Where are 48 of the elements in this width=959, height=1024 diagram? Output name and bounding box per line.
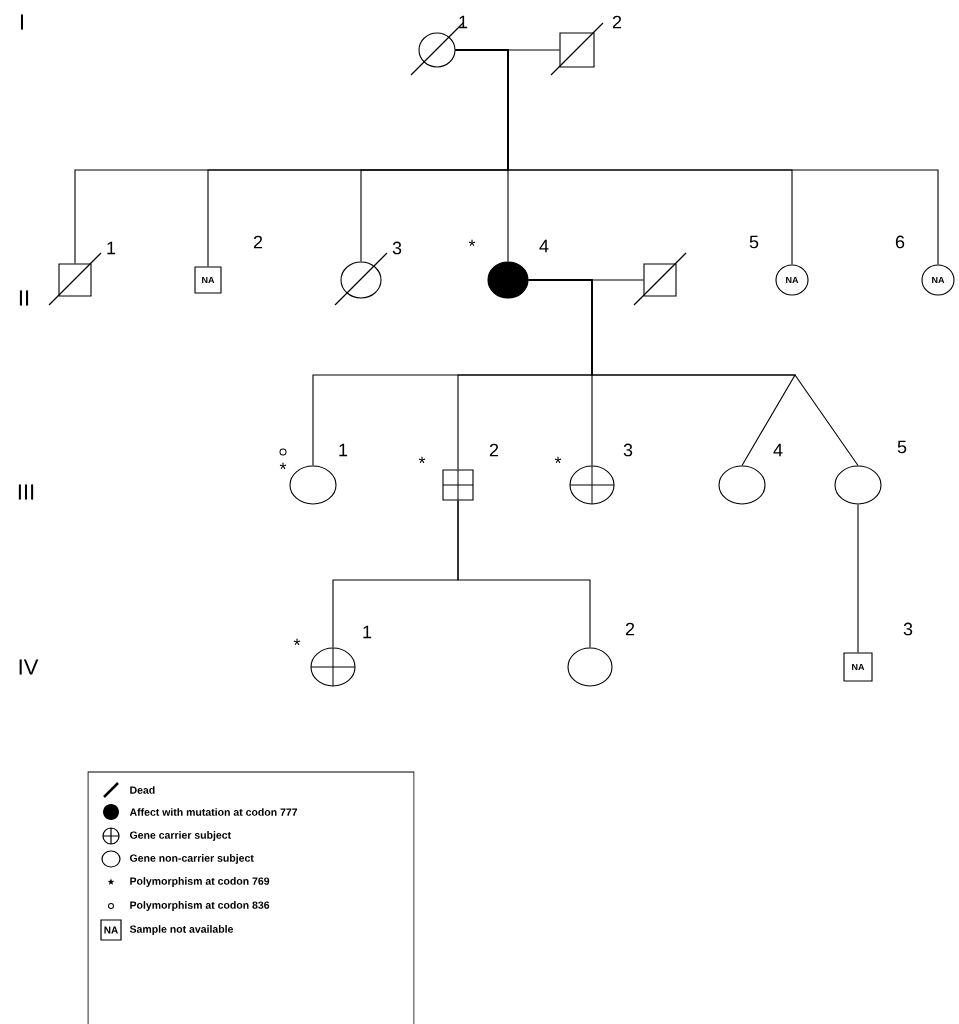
individual-label: 5 xyxy=(897,440,907,454)
individual-label: * xyxy=(554,456,562,464)
individual-label: 3 xyxy=(392,241,402,255)
individual-label: 3 xyxy=(903,622,913,636)
circle-symbol xyxy=(569,465,615,505)
circle-symbol xyxy=(334,252,388,306)
legend-text: Affect with mutation at codon 777 xyxy=(129,808,298,816)
generation-label: III xyxy=(18,484,34,500)
individual-label: 2 xyxy=(625,622,635,636)
individual-label: 3 xyxy=(623,443,633,457)
legend-text: Polymorphism at codon 836 xyxy=(130,901,270,911)
square-symbol xyxy=(633,252,687,306)
legend-text: Sample not available xyxy=(129,925,234,935)
individual-label: 1 xyxy=(339,443,348,457)
individual-label: * xyxy=(468,239,476,247)
individual-label: 5 xyxy=(749,235,759,249)
pedigree-line xyxy=(528,279,859,466)
circle-symbol xyxy=(487,261,529,299)
circle-symbol xyxy=(310,647,356,687)
legend-text: Gene non-carrier subject xyxy=(130,854,254,864)
individual-label: 1 xyxy=(459,15,468,29)
pedigree-line xyxy=(457,500,591,648)
square-symbol xyxy=(442,469,474,501)
pedigree-line xyxy=(857,504,859,653)
square-symbol xyxy=(48,252,102,306)
individual-label: 2 xyxy=(253,235,263,249)
circle-symbol xyxy=(567,647,613,687)
individual-label: * xyxy=(418,456,426,464)
pedigree-line xyxy=(455,49,939,265)
circle-symbol xyxy=(289,465,337,505)
square-symbol xyxy=(550,22,604,76)
individual-label: 6 xyxy=(895,235,905,249)
generation-label: II xyxy=(19,290,29,306)
generation-label: IV xyxy=(19,659,39,675)
individual-label: * xyxy=(293,638,301,646)
individual-label: 1 xyxy=(363,625,372,639)
individual-label: * xyxy=(279,462,287,470)
legend-text: Gene carrier subject xyxy=(130,831,231,841)
individual-label: 4 xyxy=(773,443,783,457)
circle-symbol xyxy=(834,465,882,505)
legend-text: Dead xyxy=(130,786,155,794)
legend-text: Polymorphism at codon 769 xyxy=(130,877,270,887)
individual-label: 1 xyxy=(107,241,116,255)
individual-label: 2 xyxy=(489,443,499,457)
individual-label: 2 xyxy=(612,15,622,29)
individual-label: 4 xyxy=(539,239,549,253)
circle-symbol xyxy=(718,465,766,505)
generation-label: I xyxy=(20,14,23,30)
